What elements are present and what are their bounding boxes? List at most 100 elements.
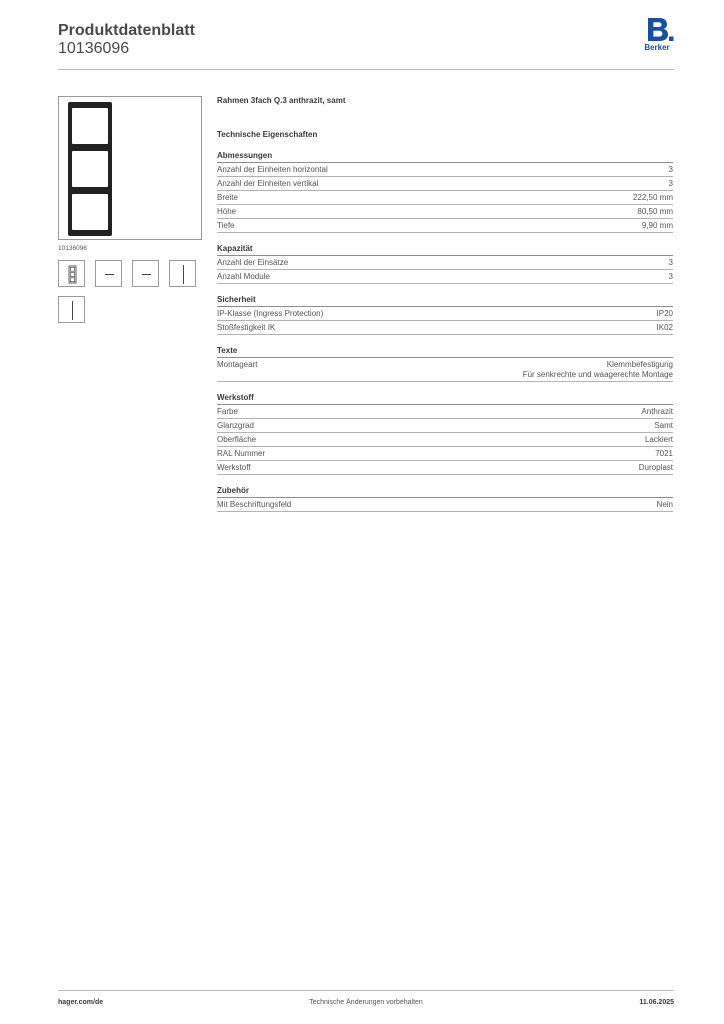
spec-value: 9,90 mm xyxy=(642,221,673,231)
spec-value: IK02 xyxy=(657,323,673,333)
drawing-thumbnails xyxy=(58,260,202,323)
spec-row: Anzahl Module 3 xyxy=(217,270,673,284)
thumbnail-top-view[interactable] xyxy=(95,260,122,287)
spec-value: 3 xyxy=(669,179,673,189)
spec-group-title: Sicherheit xyxy=(217,295,673,307)
product-media: 10136096 xyxy=(58,96,202,323)
page-footer: hager.com/de Technische Änderungen vorbe… xyxy=(58,990,674,1006)
page-header: Produktdatenblatt 10136096 Berker xyxy=(58,18,674,70)
footer-note: Technische Änderungen vorbehalten xyxy=(309,999,423,1006)
spec-label: Höhe xyxy=(217,207,237,216)
spec-row: Höhe 80,50 mm xyxy=(217,205,673,219)
spec-value-line: Nein xyxy=(656,500,673,509)
spec-value-line: 7021 xyxy=(655,449,673,458)
spec-value: Anthrazit xyxy=(641,407,673,417)
spec-label: Stoßfestigkeit IK xyxy=(217,323,276,332)
spec-value-line: 3 xyxy=(668,258,673,267)
product-image xyxy=(58,96,202,240)
spec-label: Anzahl der Einheiten horizontal xyxy=(217,165,328,174)
spec-row: Mit Beschriftungsfeld Nein xyxy=(217,498,673,512)
three-gang-frame-icon xyxy=(68,102,112,236)
spec-value-line: Duroplast xyxy=(638,463,673,472)
spec-row: Oberfläche Lackiert xyxy=(217,433,673,447)
spec-value-line: 3 xyxy=(668,165,673,174)
spec-label: Breite xyxy=(217,193,238,202)
frame-side-drawing-icon xyxy=(183,265,184,284)
spec-label: Mit Beschriftungsfeld xyxy=(217,500,292,509)
spec-value-line: 3 xyxy=(668,179,673,188)
spec-value: 3 xyxy=(669,258,673,268)
spec-value: 222,50 mm xyxy=(633,193,673,203)
logo-text: Berker xyxy=(644,43,670,52)
spec-value-line: 222,50 mm xyxy=(632,193,673,202)
spec-value: 80,50 mm xyxy=(637,207,673,217)
spec-row: Anzahl der Einsätze 3 xyxy=(217,256,673,270)
spec-value-line: Anthrazit xyxy=(641,407,673,416)
spec-label: IP-Klasse (Ingress Protection) xyxy=(217,309,324,318)
spec-label: Tiefe xyxy=(217,221,235,230)
spec-row: Farbe Anthrazit xyxy=(217,405,673,419)
spec-label: Werkstoff xyxy=(217,463,251,472)
thumbnail-side-view-right[interactable] xyxy=(58,296,85,323)
thumbnail-side-view-left[interactable] xyxy=(169,260,196,287)
footer-date: 11.06.2025 xyxy=(639,999,674,1006)
thumbnail-bottom-view[interactable] xyxy=(132,260,159,287)
spec-value-line: 3 xyxy=(668,272,673,281)
frame-front-drawing-icon xyxy=(68,265,77,284)
spec-row: Glanzgrad Samt xyxy=(217,419,673,433)
spec-value-line: 9,90 mm xyxy=(641,221,673,230)
spec-value-line: IP20 xyxy=(656,309,673,318)
spec-label: Anzahl der Einheiten vertikal xyxy=(217,179,319,188)
spec-value-line: 80,50 mm xyxy=(637,207,673,216)
document-title: Produktdatenblatt xyxy=(58,22,195,39)
product-specifications: Rahmen 3fach Q.3 anthrazit, samt Technis… xyxy=(217,96,673,512)
spec-value: Nein xyxy=(657,500,673,510)
thumbnail-front-view[interactable] xyxy=(58,260,85,287)
frame-side-drawing-icon xyxy=(72,301,73,320)
spec-label: Glanzgrad xyxy=(217,421,254,430)
frame-top-drawing-icon xyxy=(105,274,114,275)
product-name: Rahmen 3fach Q.3 anthrazit, samt xyxy=(217,96,346,105)
spec-label: Montageart xyxy=(217,360,258,369)
spec-group-title: Zubehör xyxy=(217,486,673,498)
spec-value-line: Für senkrechte und waagerechte Montage xyxy=(522,370,673,379)
spec-row: Tiefe 9,90 mm xyxy=(217,219,673,233)
berker-logo: Berker xyxy=(640,17,674,53)
spec-value-line: Samt xyxy=(654,421,673,430)
frame-bottom-drawing-icon xyxy=(142,274,151,275)
spec-value: Lackiert xyxy=(645,435,673,445)
spec-label: Anzahl der Einsätze xyxy=(217,258,289,267)
spec-label: Anzahl Module xyxy=(217,272,270,281)
spec-value: Duroplast xyxy=(639,463,673,473)
footer-website[interactable]: hager.com/de xyxy=(58,999,104,1006)
spec-label: Oberfläche xyxy=(217,435,257,444)
document-number: 10136096 xyxy=(58,40,130,57)
spec-value-line: Klemmbefestigung xyxy=(606,360,673,369)
spec-group-title: Kapazität xyxy=(217,244,673,256)
spec-row: IP-Klasse (Ingress Protection) IP20 xyxy=(217,307,673,321)
spec-value-line: Lackiert xyxy=(644,435,673,444)
spec-group-title: Werkstoff xyxy=(217,393,673,405)
spec-group-title: Abmessungen xyxy=(217,151,673,163)
spec-value: Samt xyxy=(654,421,673,431)
spec-group-title: Texte xyxy=(217,346,673,358)
spec-value: 3 xyxy=(669,165,673,175)
spec-row: Breite 222,50 mm xyxy=(217,191,673,205)
spec-value-line: IK02 xyxy=(656,323,673,332)
spec-value: 7021 xyxy=(655,449,673,459)
spec-label: Farbe xyxy=(217,407,238,416)
spec-row: Stoßfestigkeit IK IK02 xyxy=(217,321,673,335)
spec-row: Anzahl der Einheiten horizontal 3 xyxy=(217,163,673,177)
spec-value: 3 xyxy=(669,272,673,282)
spec-value: IP20 xyxy=(657,309,673,319)
